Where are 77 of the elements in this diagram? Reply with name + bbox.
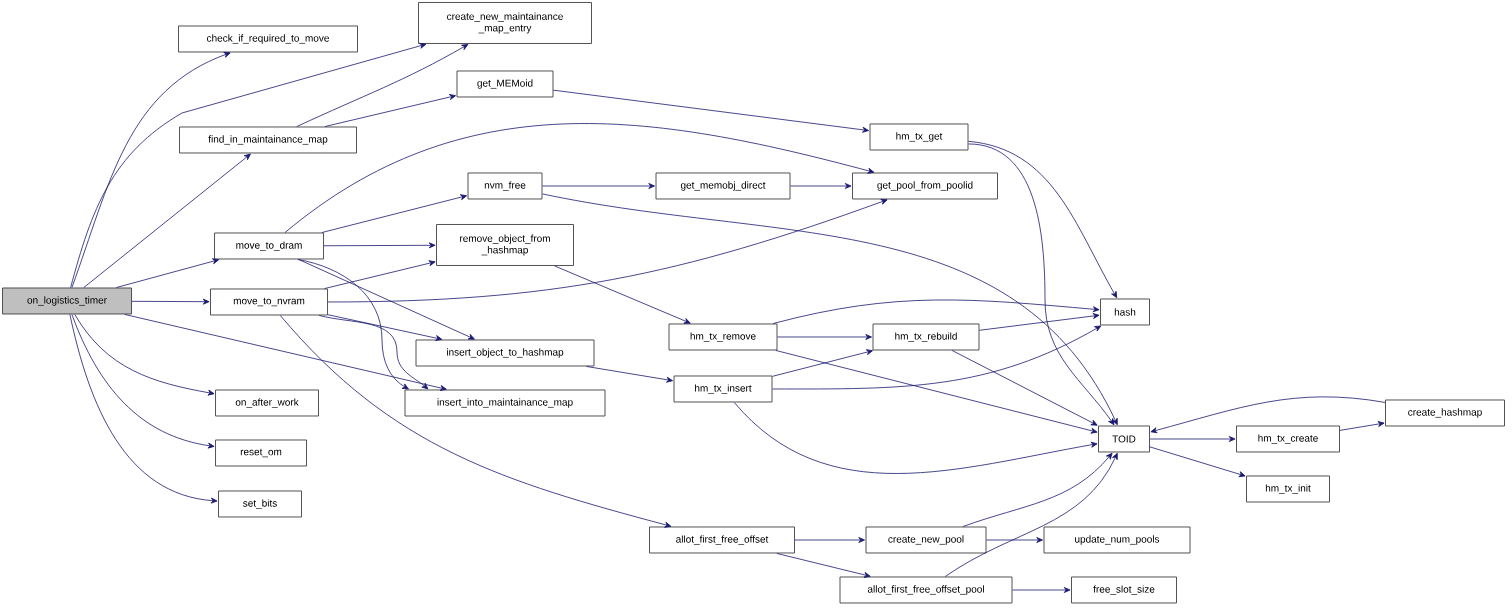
arrow (586, 366, 673, 383)
function-box: reset_om (215, 439, 307, 467)
arrow (69, 314, 218, 504)
function-box: on_after_work (215, 389, 319, 417)
arrow (979, 313, 1100, 331)
arrow (554, 265, 691, 324)
arrow (83, 153, 251, 288)
arrow (1012, 587, 1071, 593)
arrow (986, 537, 1043, 543)
arrow (1339, 421, 1385, 431)
function-box: get_MEMoid (456, 70, 554, 98)
arrow (968, 143, 1115, 426)
arrow (1149, 446, 1246, 478)
function-box: on_logistics_timer (2, 287, 132, 315)
function-box: hm_tx_create (1236, 425, 1340, 453)
function-box: nvm_free (467, 172, 543, 200)
arrow (327, 314, 443, 341)
function-box: find_in_maintainance_map (179, 126, 357, 154)
arrow (324, 94, 456, 127)
function-box: move_to_nvram (210, 288, 328, 316)
arrow (74, 314, 215, 396)
arrow (542, 193, 1118, 426)
function-box: get_pool_from_poolid (852, 172, 998, 200)
function-box: hm_tx_get (869, 123, 969, 151)
arrow (327, 198, 888, 303)
arrow (777, 334, 872, 340)
function-box: create_hashmap (1385, 399, 1505, 427)
function-box: allot_first_free_offset (649, 526, 795, 554)
function-box: create_new_maintainance _map_entry (418, 2, 592, 44)
function-box: free_slot_size (1071, 576, 1177, 604)
function-box: get_memobj_direct (655, 172, 791, 200)
arrow (733, 402, 1098, 474)
arrow (790, 183, 852, 189)
arrow (279, 315, 672, 528)
function-box: hm_tx_remove (668, 323, 778, 351)
arrow (542, 183, 655, 189)
function-box: create_new_pool (865, 526, 987, 554)
arrow (284, 123, 875, 233)
arrow (318, 315, 429, 390)
arrow (298, 259, 475, 340)
arrow (71, 51, 231, 288)
function-box: move_to_dram (214, 232, 324, 260)
arrow (1150, 396, 1386, 434)
arrow (116, 258, 220, 288)
function-box: TOID (1098, 425, 1150, 453)
arrow (70, 42, 427, 288)
function-box: insert_into_maintainance_map (404, 389, 606, 417)
arrow (297, 259, 409, 390)
arrow (124, 314, 447, 391)
arrow (962, 452, 1113, 527)
function-box: remove_object_from _hashmap (436, 224, 574, 266)
arrow (968, 140, 1118, 299)
arrow (131, 298, 210, 305)
function-box: hm_tx_insert (673, 375, 773, 403)
function-box: insert_object_to_hashmap (415, 339, 595, 367)
function-box: hm_tx_init (1246, 475, 1330, 503)
arrow (944, 452, 1118, 577)
arrow (775, 350, 1098, 434)
arrow (323, 242, 436, 249)
arrow (296, 44, 469, 127)
arrow (794, 537, 865, 543)
arrow (772, 325, 1102, 390)
function-box: check_if_required_to_move (178, 25, 358, 53)
function-box: hm_tx_rebuild (872, 323, 980, 351)
arrow (776, 553, 871, 578)
arrow (324, 260, 436, 289)
arrow (71, 314, 215, 449)
arrow (1149, 436, 1236, 442)
function-box: update_num_pools (1043, 526, 1191, 554)
arrow (772, 299, 1100, 324)
arrow (321, 194, 467, 233)
arrow (772, 349, 873, 377)
function-box: allot_first_free_offset_pool (839, 576, 1013, 604)
arrow (951, 350, 1098, 426)
function-box: hash (1100, 298, 1150, 326)
arrow (553, 89, 869, 133)
function-box: set_bits (218, 490, 302, 518)
